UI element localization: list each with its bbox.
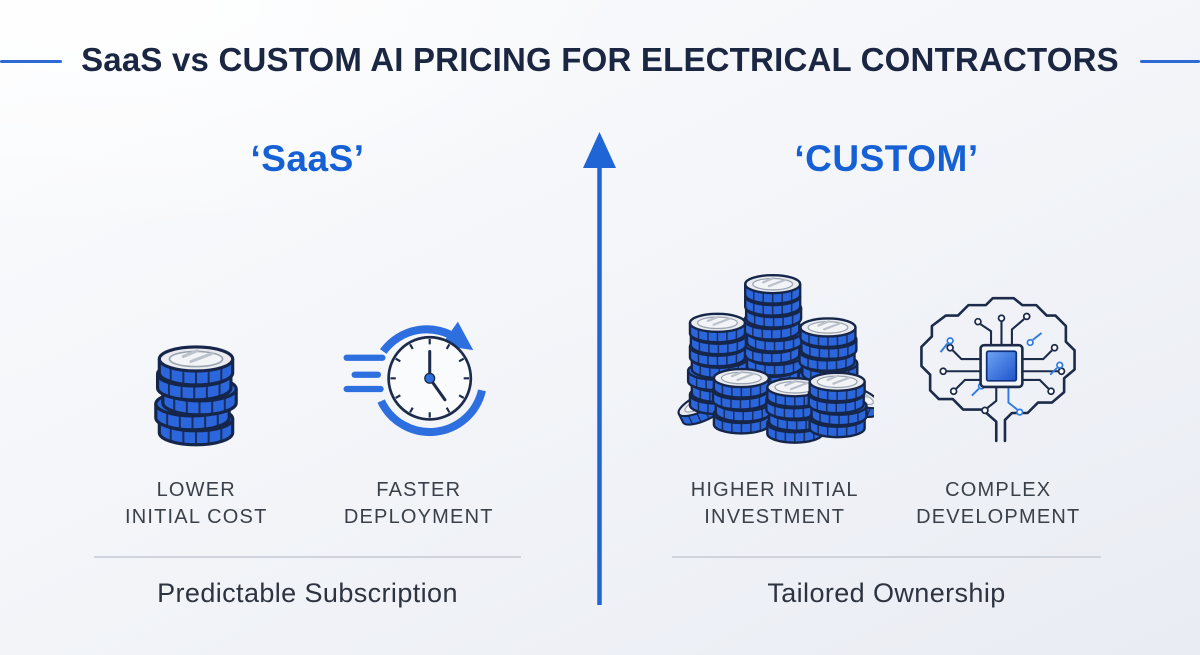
page-title: SaaS vs CUSTOM AI PRICING FOR ELECTRICAL… — [81, 41, 1119, 78]
title-rule-left — [0, 60, 62, 63]
item-label: COMPLEX DEVELOPMENT — [916, 479, 1081, 528]
custom-column: ‘CUSTOM’ — [663, 0, 1110, 655]
custom-heading: ‘CUSTOM’ — [794, 138, 979, 179]
up-arrow-icon — [583, 132, 616, 605]
item-label: FASTER DEPLOYMENT — [343, 479, 494, 528]
custom-items: HIGHER INITIAL INVESTMENT — [663, 265, 1110, 530]
divider-axis — [581, 132, 618, 608]
coin-stack-icon — [154, 345, 239, 447]
lower-initial-cost-item: LOWER INITIAL COST — [85, 265, 308, 530]
saas-column: ‘SaaS’ LOWER INITIAL COST — [85, 0, 530, 655]
item-label: LOWER INITIAL COST — [124, 479, 268, 528]
custom-divider — [672, 556, 1101, 558]
item-label: HIGHER INITIAL INVESTMENT — [690, 479, 859, 528]
saas-footer: Predictable Subscription — [157, 578, 458, 608]
fast-clock-icon — [343, 321, 486, 437]
saas-divider — [94, 556, 521, 558]
custom-footer: Tailored Ownership — [767, 578, 1006, 608]
title-rule-right — [1140, 60, 1200, 63]
circuit-brain-icon — [920, 296, 1077, 443]
complex-development-item: COMPLEX DEVELOPMENT — [887, 265, 1111, 530]
coin-pile-icon — [675, 273, 874, 444]
saas-items: LOWER INITIAL COST — [85, 265, 530, 530]
saas-heading: ‘SaaS’ — [250, 138, 365, 179]
faster-deployment-item: FASTER DEPLOYMENT — [308, 265, 531, 530]
higher-investment-item: HIGHER INITIAL INVESTMENT — [663, 265, 887, 530]
